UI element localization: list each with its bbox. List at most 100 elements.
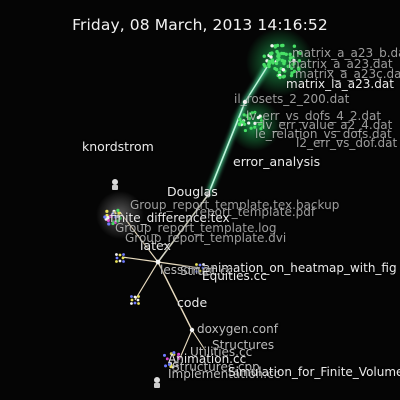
file-node-clusters [103, 43, 302, 369]
file-node [133, 295, 137, 299]
file-node [280, 43, 284, 48]
file-node [202, 263, 205, 266]
file-label: Simulation_for_Finite_Volume.cc [228, 365, 400, 379]
branch-code-files [179, 329, 193, 359]
file-node [107, 222, 111, 226]
directory-node [242, 99, 248, 105]
file-node [122, 253, 125, 256]
file-node [297, 59, 302, 63]
file-node [282, 51, 286, 56]
file-label: matrix_a_a23.dat [288, 57, 393, 71]
branch-code-files-b [191, 329, 206, 351]
file-node [242, 122, 247, 126]
file-label: Equities.cc [202, 269, 267, 283]
file-node [262, 62, 266, 67]
file-label: Group_report_template.log [115, 221, 277, 235]
file-node [202, 270, 205, 273]
file-node [250, 111, 254, 115]
directory-node [155, 259, 161, 265]
file-node [277, 70, 282, 75]
file-node [259, 127, 263, 131]
file-node [105, 209, 109, 213]
file-label: lv_err_vs_dofs_4_2.dat [246, 109, 382, 123]
file-node [111, 212, 115, 216]
file-node [247, 121, 251, 125]
file-label: matrix_la_a23.dat [286, 77, 394, 91]
file-node [195, 266, 199, 270]
file-node [115, 260, 118, 263]
directory-node [189, 327, 195, 333]
file-node [288, 59, 292, 63]
file-node [274, 67, 279, 72]
file-node [280, 58, 285, 63]
file-node [270, 59, 275, 64]
timestamp-display: Friday, 08 March, 2013 14:16:52 [72, 16, 328, 34]
file-node [109, 214, 113, 218]
user-avatar-knordstrom [112, 179, 118, 190]
file-node [248, 116, 252, 120]
file-label: Group_report_template.dvi [125, 231, 287, 245]
branch-latex [157, 194, 209, 263]
user-label-knordstrom: knordstrom [82, 139, 154, 154]
file-node [162, 353, 166, 357]
file-node [288, 52, 292, 57]
file-node [296, 50, 301, 55]
branch-code [157, 261, 193, 331]
file-node [291, 55, 295, 59]
file-node [275, 58, 280, 62]
file-node [195, 263, 198, 266]
file-label: matrix_a_a23_b.dat [292, 46, 400, 60]
file-label: l2_err_vs_dof.dat [296, 136, 398, 150]
file-node [289, 66, 294, 70]
file-node [286, 64, 290, 69]
file-node [274, 61, 279, 66]
file-node [137, 295, 140, 298]
file-node [122, 260, 125, 263]
file-node [282, 74, 287, 78]
file-node [242, 113, 246, 117]
file-node [177, 352, 181, 356]
file-node [241, 120, 245, 124]
file-label: matrix_a_a23c.dat [295, 67, 400, 81]
file-node [288, 56, 293, 60]
file-node [115, 256, 119, 260]
file-label: Struct.cc [180, 264, 234, 278]
file-label: le_relation_vs_dofs.dat [255, 127, 392, 141]
branch-latex-left [121, 256, 159, 263]
file-node [201, 266, 205, 270]
cluster-glow [246, 28, 314, 96]
directory-label-code: code [177, 295, 208, 310]
file-node [289, 73, 294, 78]
file-node [116, 208, 120, 212]
file-node [117, 211, 121, 215]
branch-error-analysis [207, 101, 246, 196]
file-node [106, 216, 110, 220]
file-node [281, 68, 286, 72]
file-node [261, 124, 265, 129]
file-node [195, 270, 198, 273]
file-node [133, 301, 137, 305]
file-node [130, 295, 133, 298]
file-label: Structures [212, 338, 275, 352]
file-node [292, 58, 296, 63]
file-node [175, 364, 179, 368]
file-node [177, 356, 181, 360]
file-node [121, 256, 125, 260]
branch-root-to-files [244, 66, 268, 103]
directory-label-latex: latex [140, 238, 171, 253]
file-node [253, 121, 257, 125]
file-node [167, 363, 171, 367]
file-node [243, 128, 248, 133]
file-node [198, 269, 202, 273]
file-node [262, 54, 266, 58]
file-node [237, 122, 241, 126]
file-node [136, 298, 140, 302]
file-node [290, 71, 294, 75]
file-node [269, 55, 273, 59]
file-node [130, 298, 134, 302]
file-node [174, 360, 178, 364]
file-node [118, 259, 122, 263]
branch-latex-down [134, 261, 159, 301]
file-label: doxygen.conf [197, 322, 278, 336]
